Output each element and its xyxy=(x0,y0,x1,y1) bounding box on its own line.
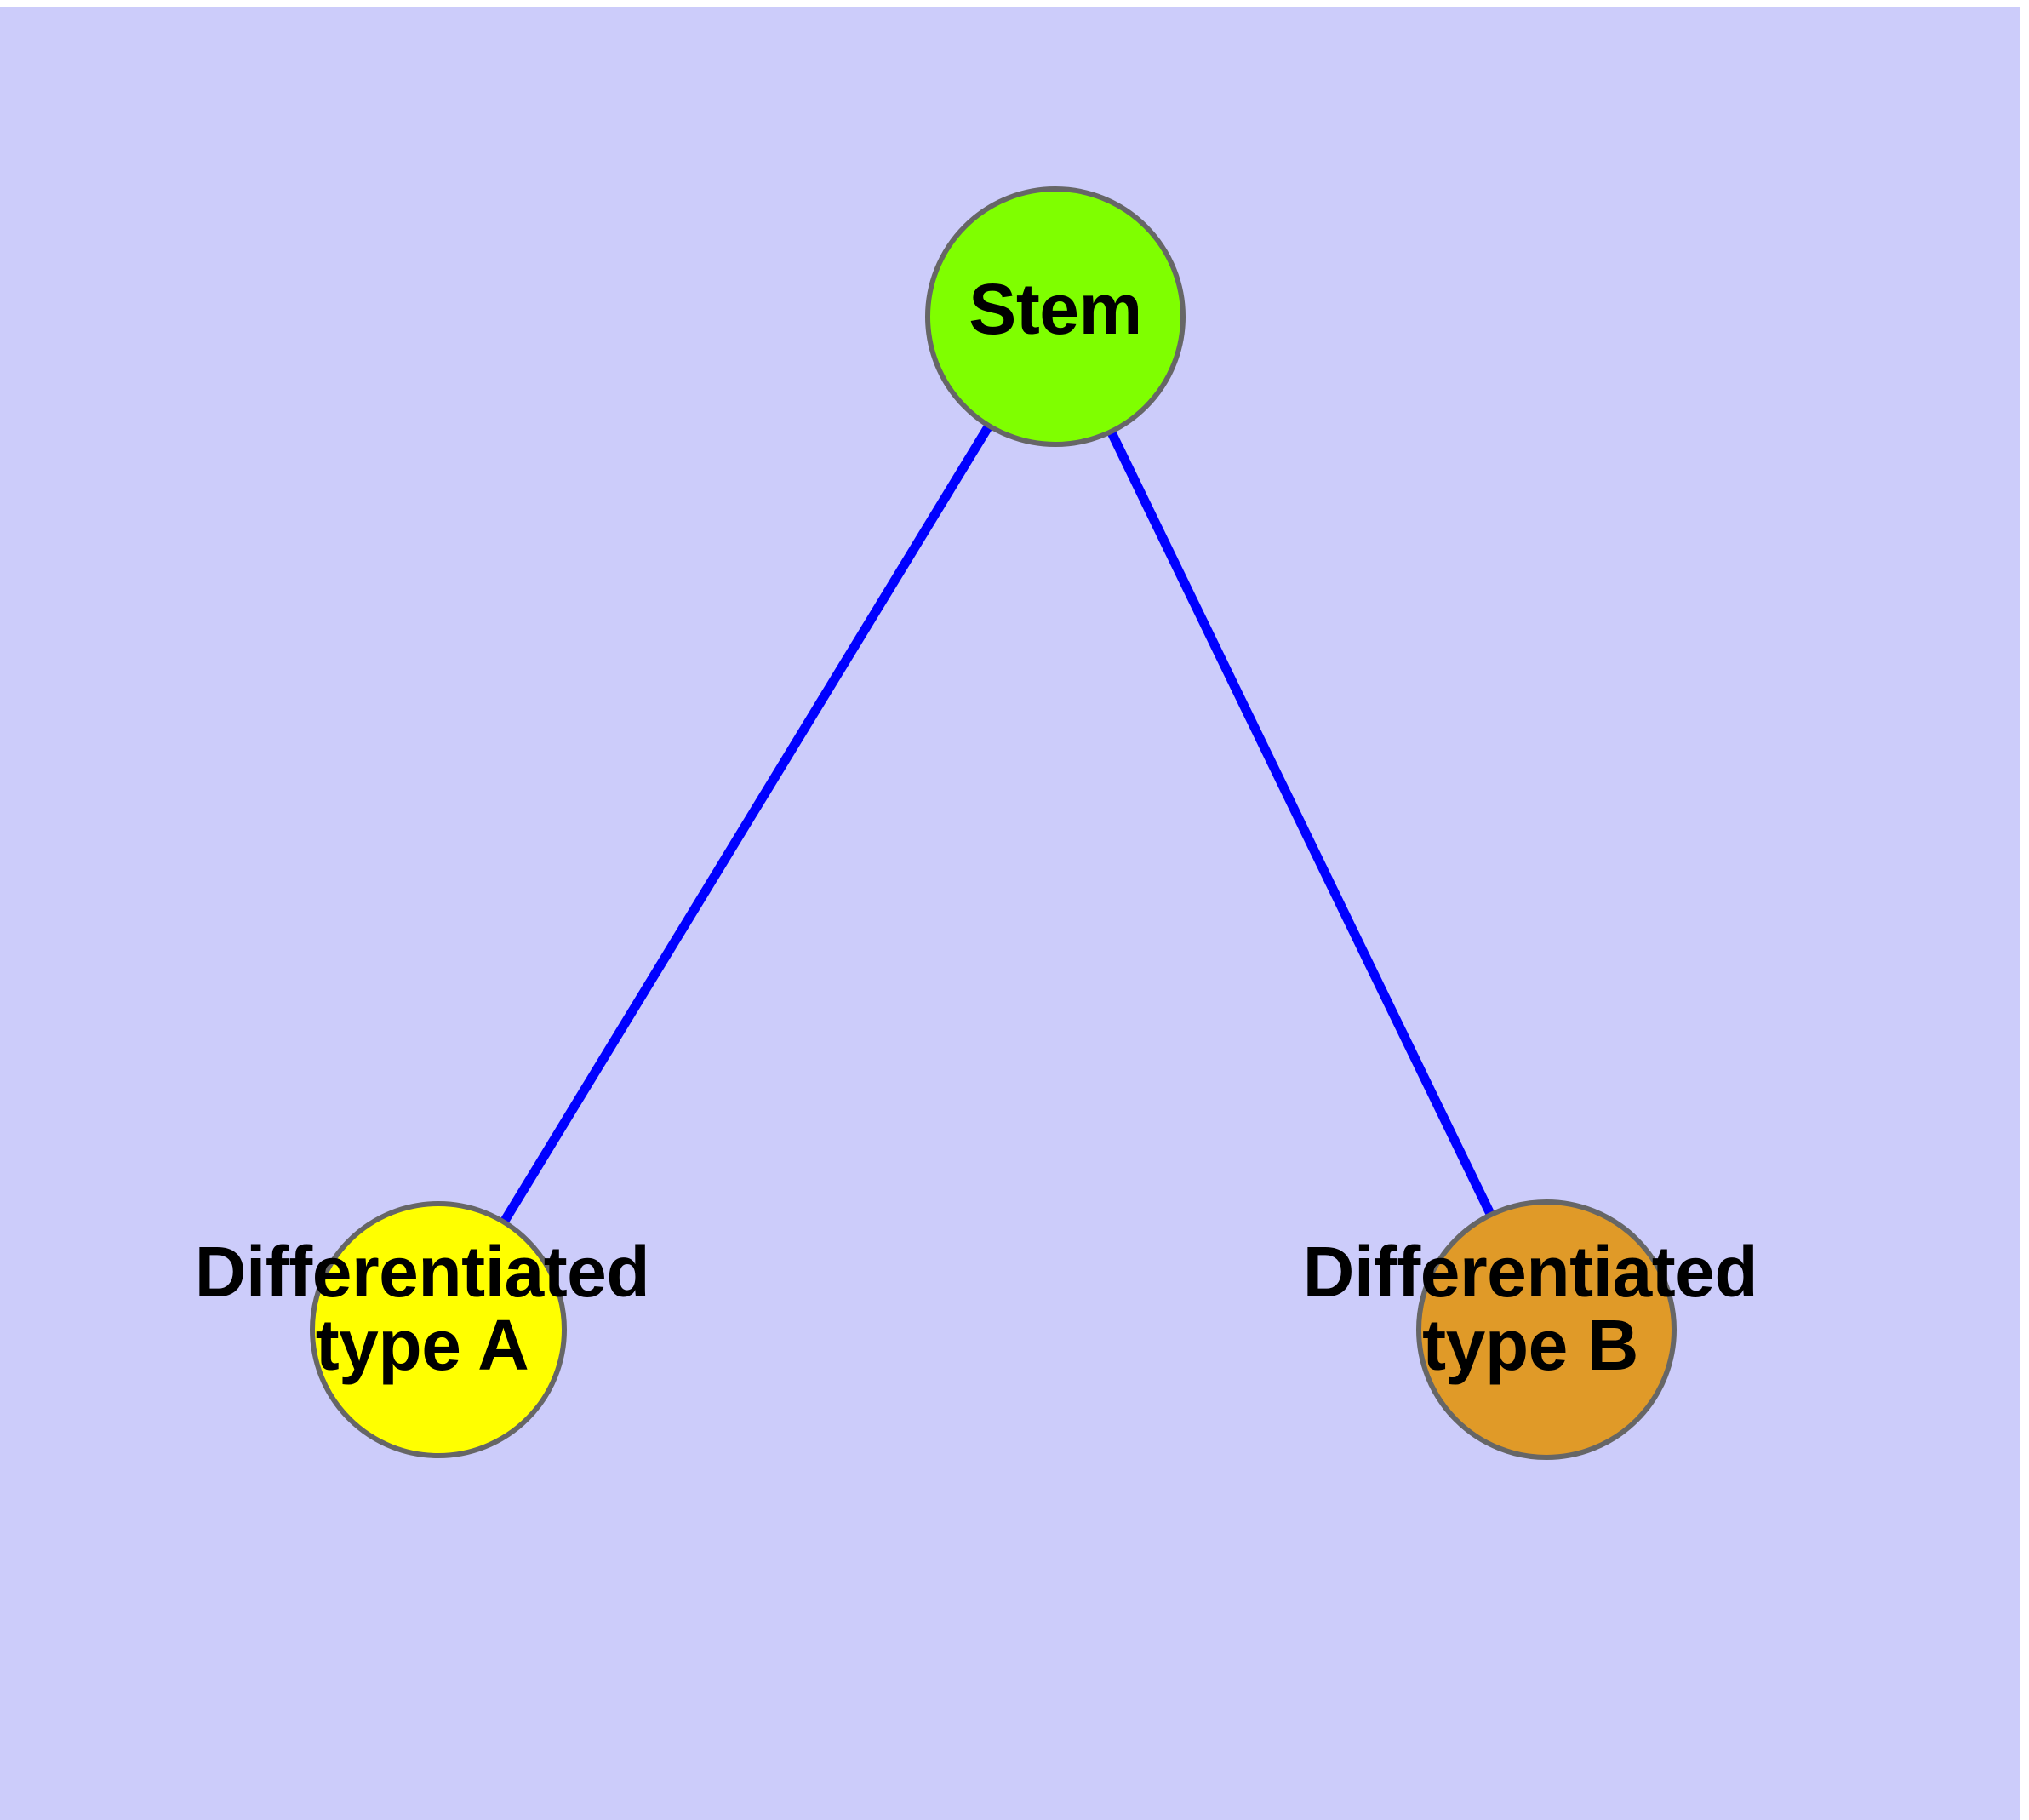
edge-layer xyxy=(434,314,1551,1332)
node-layer xyxy=(310,186,1677,1460)
edge-stem-to-differentiated-type-b[interactable] xyxy=(1051,314,1551,1332)
node-stem[interactable] xyxy=(925,186,1186,447)
node-differentiated-type-a[interactable] xyxy=(310,1201,567,1458)
node-differentiated-type-b[interactable] xyxy=(1416,1199,1677,1460)
edge-stem-to-differentiated-type-a[interactable] xyxy=(434,314,1060,1332)
